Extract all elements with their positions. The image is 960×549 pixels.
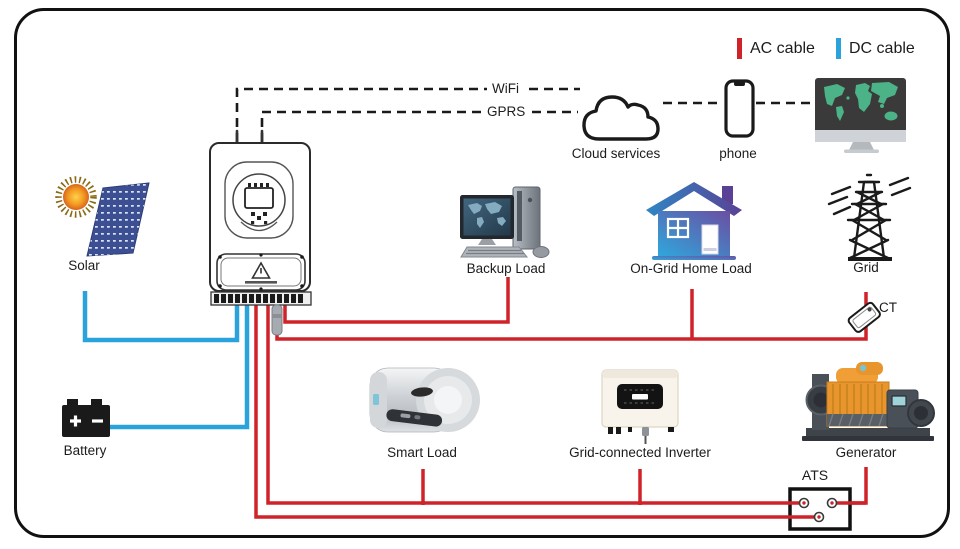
solar-label: Solar xyxy=(68,258,100,273)
ct-label: CT xyxy=(879,300,897,315)
ongrid-home-load-icon xyxy=(646,182,742,260)
battery-icon xyxy=(62,399,110,437)
ct-sensor-icon xyxy=(847,301,881,333)
legend-ac: AC cable xyxy=(737,38,815,59)
ats-label: ATS xyxy=(801,467,829,483)
gprs-label: GPRS xyxy=(482,104,531,119)
legend-dc-label: DC cable xyxy=(849,39,915,57)
diagram-border xyxy=(14,8,950,538)
ats-icon xyxy=(786,487,866,531)
monitor-icon xyxy=(815,78,906,153)
smart-load-icon xyxy=(369,367,480,433)
hybrid-inverter-icon xyxy=(209,129,312,306)
wifi-label: WiFi xyxy=(487,81,524,96)
generator-icon xyxy=(802,362,935,441)
grid-label: Grid xyxy=(853,260,879,275)
legend-ac-label: AC cable xyxy=(750,39,815,57)
ac-color-swatch xyxy=(737,38,742,59)
dc-color-swatch xyxy=(836,38,841,59)
backup-load-icon xyxy=(460,186,550,258)
cloud-icon xyxy=(582,95,660,141)
grid-connected-inverter-label: Grid-connected Inverter xyxy=(569,445,711,460)
cloud-services-label: Cloud services xyxy=(571,146,661,161)
dc-cables xyxy=(82,291,250,430)
solar-panel-icon xyxy=(55,176,150,257)
phone-label: phone xyxy=(719,146,757,161)
ac-cables xyxy=(254,277,868,519)
generator-label: Generator xyxy=(835,445,897,460)
phone-icon xyxy=(724,79,755,138)
grid-connected-inverter-icon xyxy=(601,369,679,444)
grid-tower-icon xyxy=(827,173,912,261)
legend-dc: DC cable xyxy=(836,38,915,59)
ongrid-home-load-label: On-Grid Home Load xyxy=(630,261,752,276)
smart-load-label: Smart Load xyxy=(387,445,457,460)
battery-label: Battery xyxy=(63,443,107,458)
backup-load-label: Backup Load xyxy=(466,261,546,276)
wifi-dongle-icon xyxy=(271,304,283,336)
wireless-lines xyxy=(235,87,815,142)
